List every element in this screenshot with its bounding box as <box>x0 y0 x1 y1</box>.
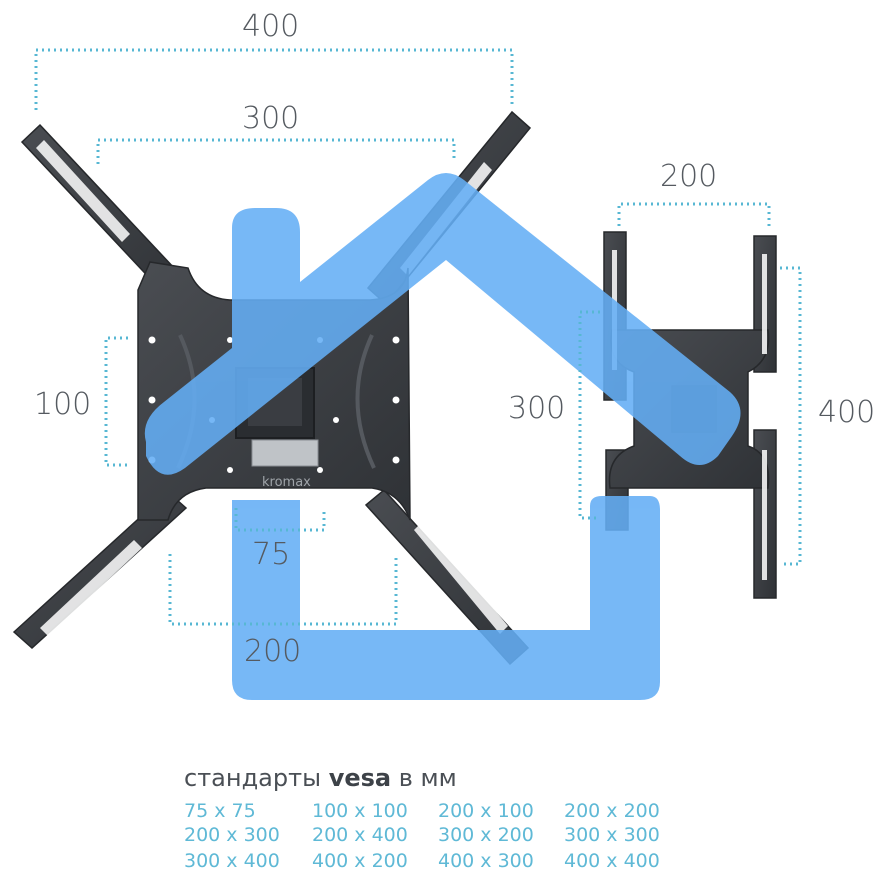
dim-large-bottom-wide: 200 <box>244 634 302 669</box>
dim-small-height-outer: 400 <box>818 395 876 430</box>
vesa-size: 200 x 100 <box>438 800 534 822</box>
large-mount-brand: kromax <box>262 475 311 490</box>
vesa-size: 75 x 75 <box>184 800 256 822</box>
house-band <box>144 173 741 700</box>
vesa-heading: стандарты vesa в мм <box>184 764 457 792</box>
vesa-size: 400 x 300 <box>438 850 534 872</box>
vesa-size: 200 x 300 <box>184 824 280 846</box>
dim-small-width: 200 <box>660 159 718 194</box>
vesa-size: 200 x 400 <box>312 824 408 846</box>
vesa-size: 200 x 200 <box>564 800 660 822</box>
dim-large-height: 100 <box>34 387 92 422</box>
vesa-size: 300 x 200 <box>438 824 534 846</box>
vesa-size: 400 x 400 <box>564 850 660 872</box>
vesa-size: 300 x 300 <box>564 824 660 846</box>
dim-large-outer-width: 400 <box>242 9 300 44</box>
vesa-heading-bold: vesa <box>328 764 392 792</box>
vesa-size: 100 x 100 <box>312 800 408 822</box>
dimension-lines <box>34 48 802 626</box>
dim-large-inner-width: 300 <box>242 101 300 136</box>
dim-small-height-inner: 300 <box>508 391 566 426</box>
vesa-size: 300 x 400 <box>184 850 280 872</box>
vesa-heading-prefix: стандарты <box>184 764 322 792</box>
dim-large-bottom-small: 75 <box>252 537 291 572</box>
vesa-size: 400 x 200 <box>312 850 408 872</box>
vesa-heading-suffix: в мм <box>398 764 457 792</box>
